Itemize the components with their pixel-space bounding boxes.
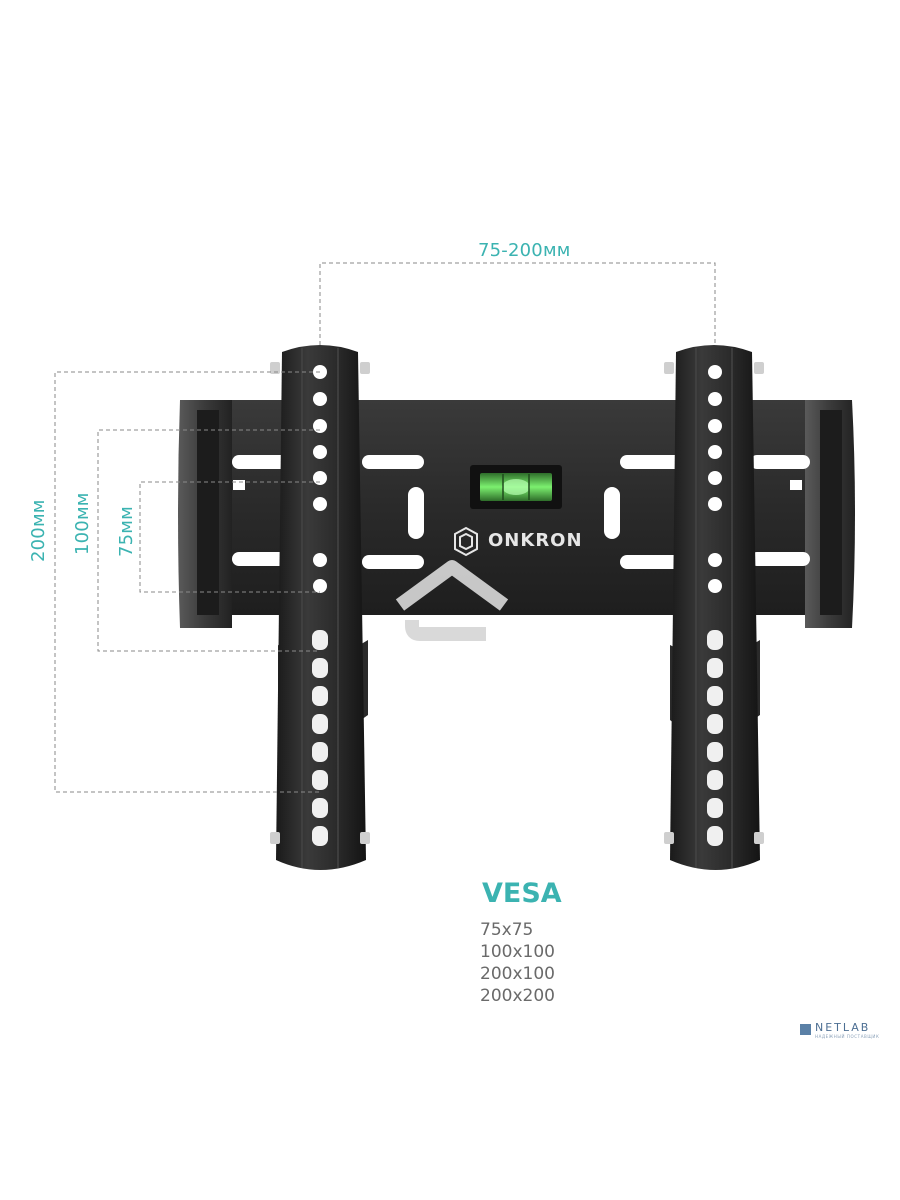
rail-hole <box>708 365 722 379</box>
rail-slot <box>312 714 328 734</box>
rail-hole <box>313 392 327 406</box>
vesa-size-item: 100x100 <box>480 942 555 962</box>
rail-slot <box>707 826 723 846</box>
rail-hole <box>313 553 327 567</box>
rail-mounting-holes <box>312 365 723 846</box>
bubble-level <box>470 465 562 509</box>
rail-hole <box>708 471 722 485</box>
vesa-title: VESA <box>482 878 562 909</box>
rail-slot <box>312 798 328 818</box>
vesa-size-item: 75x75 <box>480 920 534 940</box>
width-range-label: 75-200мм <box>478 240 571 261</box>
rail-hole <box>313 497 327 511</box>
rail-hole <box>313 579 327 593</box>
rail-hole <box>708 579 722 593</box>
rail-slot <box>312 686 328 706</box>
rail-slot <box>707 798 723 818</box>
netlab-logo-icon <box>800 1024 811 1035</box>
rail-hole <box>708 419 722 433</box>
rail-hole <box>708 392 722 406</box>
vesa-size-list: 75x75 100x100 200x100 200x200 <box>480 919 555 1007</box>
vertical-200-label: 200мм <box>28 499 49 562</box>
netlab-tagline: НАДЕЖНЫЙ ПОСТАВЩИК <box>815 1034 880 1039</box>
netlab-name: NETLAB <box>815 1021 871 1034</box>
dimension-lines <box>54 262 716 793</box>
rail-slot <box>312 742 328 762</box>
vertical-75-label: 75мм <box>116 506 137 557</box>
rail-hole <box>708 497 722 511</box>
rail-slot <box>312 826 328 846</box>
rail-slot <box>707 630 723 650</box>
vertical-100-label: 100мм <box>72 492 93 555</box>
watermark-house-icon <box>395 560 509 641</box>
vesa-size-item: 200x100 <box>480 964 555 984</box>
rail-hole <box>313 419 327 433</box>
brand-logo-icon <box>454 526 478 557</box>
rail-hole <box>313 471 327 485</box>
rail-slot <box>312 630 328 650</box>
rail-hole <box>708 553 722 567</box>
brand-name: ONKRON <box>488 530 583 551</box>
rail-slot <box>707 658 723 678</box>
rail-slot <box>707 714 723 734</box>
right-vertical-rail <box>664 345 764 870</box>
rail-hole <box>313 445 327 459</box>
rail-slot <box>707 770 723 790</box>
rail-slot <box>707 742 723 762</box>
rail-slot <box>707 686 723 706</box>
rail-slot <box>312 770 328 790</box>
netlab-watermark: NETLAB НАДЕЖНЫЙ ПОСТАВЩИК <box>800 1022 879 1040</box>
vesa-size-item: 200x200 <box>480 986 555 1006</box>
rail-hole <box>708 445 722 459</box>
rail-slot <box>312 658 328 678</box>
